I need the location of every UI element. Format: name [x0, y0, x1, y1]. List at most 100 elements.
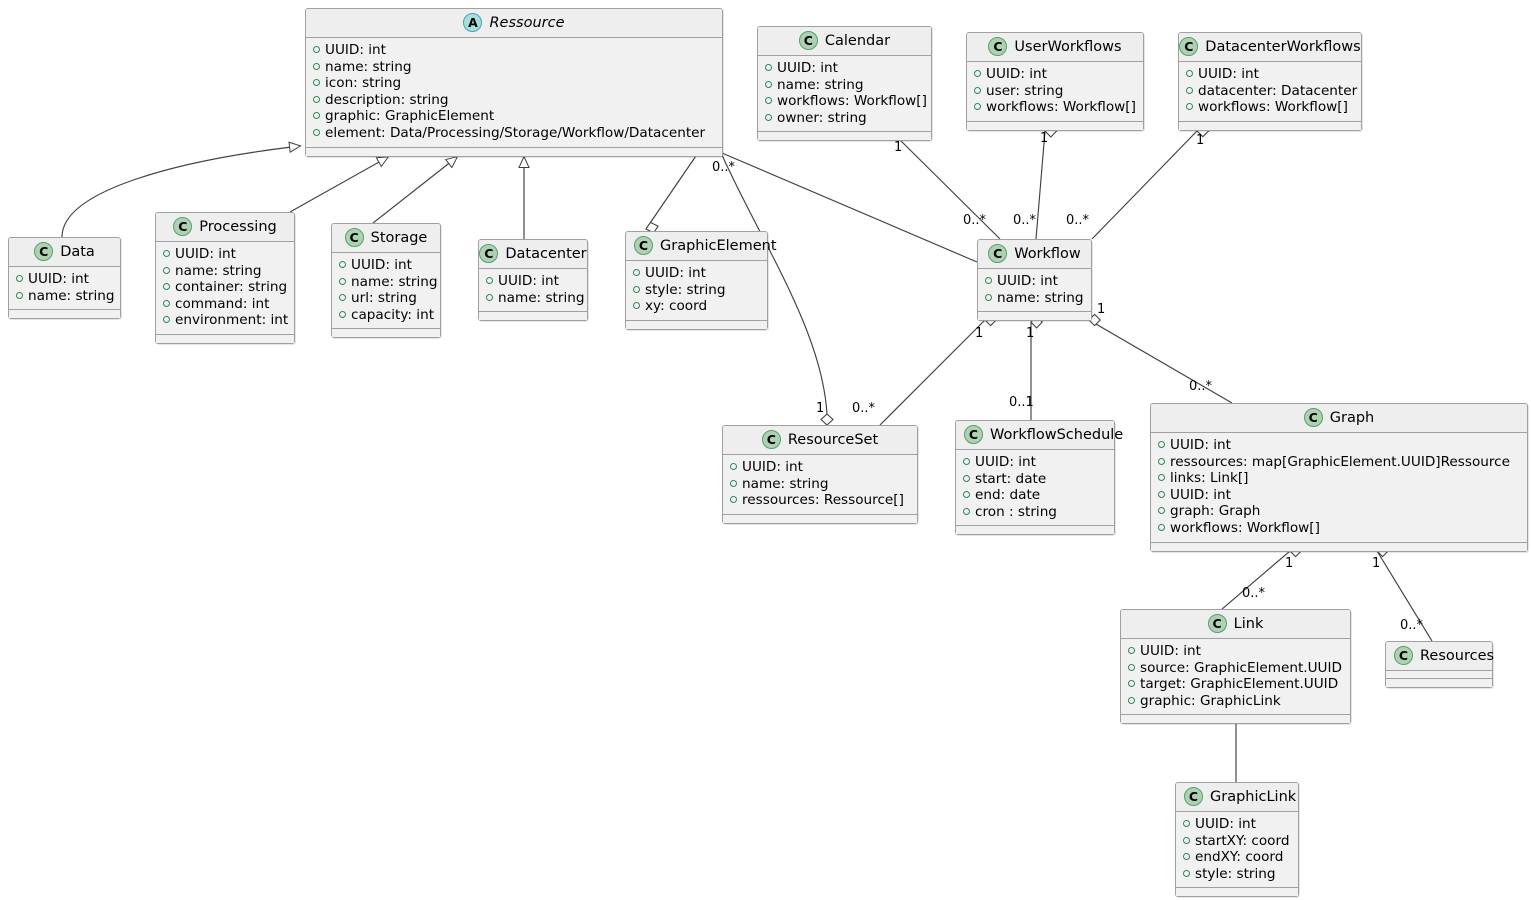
public-visibility-icon — [1128, 680, 1135, 688]
attribute-label: workflows: Workflow[] — [986, 99, 1136, 116]
attribute-label: workflows: Workflow[] — [1170, 519, 1320, 536]
attribute-label: UUID: int — [1170, 437, 1231, 453]
attribute-label: endXY: coord — [1195, 849, 1284, 866]
edge-storage-ressource — [372, 155, 459, 224]
class-operations-workflowschedule — [956, 525, 1114, 535]
attribute-label: UUID: int — [1140, 643, 1201, 659]
attribute-label: graphic: GraphicElement — [325, 108, 495, 125]
attribute-label: name: string — [28, 287, 115, 304]
public-visibility-icon — [163, 266, 170, 274]
attribute-row: endXY: coord — [1183, 849, 1292, 866]
attribute-label: UUID: int — [1170, 486, 1231, 503]
class-attributes-resources — [1386, 671, 1492, 678]
attribute-label: UUID: int — [975, 454, 1036, 470]
class-title-workflow: Workflow — [1014, 245, 1081, 262]
class-operations-resourceset — [723, 513, 917, 523]
public-visibility-icon — [985, 293, 992, 301]
attribute-row: url: string — [339, 290, 434, 307]
attribute-label: description: string — [325, 91, 449, 108]
attribute-row: UUID: int — [974, 66, 1137, 83]
public-visibility-icon — [1183, 836, 1190, 844]
class-icon: C — [1179, 37, 1199, 56]
edge-userworkflows-workflow — [1035, 130, 1046, 240]
public-visibility-icon — [486, 293, 493, 301]
attribute-row: startXY: coord — [1183, 833, 1292, 850]
attribute-row: UUID: int — [633, 265, 761, 282]
public-visibility-icon — [1183, 853, 1190, 861]
class-title-workflowschedule: WorkflowSchedule — [990, 426, 1124, 443]
multiplicity-label: 1 — [1040, 131, 1049, 146]
public-visibility-icon — [765, 113, 772, 121]
public-visibility-icon — [1128, 647, 1135, 654]
attribute-label: UUID: int — [777, 60, 838, 76]
attribute-row: name: string — [985, 290, 1085, 307]
multiplicity-label: 0..* — [1189, 379, 1213, 394]
attribute-label: graph: Graph — [1170, 503, 1261, 520]
attribute-row: graph: Graph — [1158, 503, 1521, 520]
class-icon: C — [1394, 646, 1413, 665]
attribute-row: cron : string — [963, 504, 1108, 521]
class-operations-workflow — [978, 311, 1091, 321]
public-visibility-icon — [1186, 70, 1193, 77]
public-visibility-icon — [1128, 696, 1135, 704]
class-operations-calendar — [758, 131, 931, 141]
class-operations-ressource — [306, 146, 722, 156]
attribute-row: UUID: int — [730, 459, 911, 476]
attribute-row: graphic: GraphicLink — [1128, 693, 1344, 710]
attribute-label: UUID: int — [28, 271, 89, 287]
attribute-row: name: string — [163, 263, 288, 280]
attribute-row: style: string — [633, 282, 761, 299]
attribute-row: command: int — [163, 296, 288, 313]
attribute-row: workflows: Workflow[] — [1186, 99, 1355, 116]
public-visibility-icon — [974, 103, 981, 111]
attribute-row: style: string — [1183, 866, 1292, 883]
attribute-row: UUID: int — [1158, 437, 1521, 454]
public-visibility-icon — [163, 250, 170, 257]
attribute-label: url: string — [351, 290, 417, 307]
class-title-calendar: Calendar — [824, 32, 891, 49]
attribute-label: UUID: int — [997, 273, 1058, 289]
public-visibility-icon — [963, 491, 970, 499]
attribute-label: UUID: int — [1198, 66, 1259, 82]
public-visibility-icon — [1186, 103, 1193, 111]
multiplicity-label: 1 — [1196, 133, 1205, 148]
attribute-row: name: string — [313, 59, 716, 76]
attribute-label: target: GraphicElement.UUID — [1140, 676, 1339, 693]
public-visibility-icon — [1183, 820, 1190, 827]
multiplicity-label: 1 — [1026, 326, 1035, 341]
attribute-row: icon: string — [313, 75, 716, 92]
attribute-label: element: Data/Processing/Storage/Workflo… — [325, 124, 706, 141]
attribute-row: UUID: int — [1158, 487, 1521, 504]
multiplicity-label: 1 — [816, 401, 825, 416]
class-icon: C — [988, 37, 1008, 56]
edge-processing-ressource — [289, 156, 390, 213]
public-visibility-icon — [985, 277, 992, 284]
multiplicity-label: 0..* — [1242, 586, 1266, 601]
edge-datacenterworkflows-workflow — [1091, 130, 1198, 240]
